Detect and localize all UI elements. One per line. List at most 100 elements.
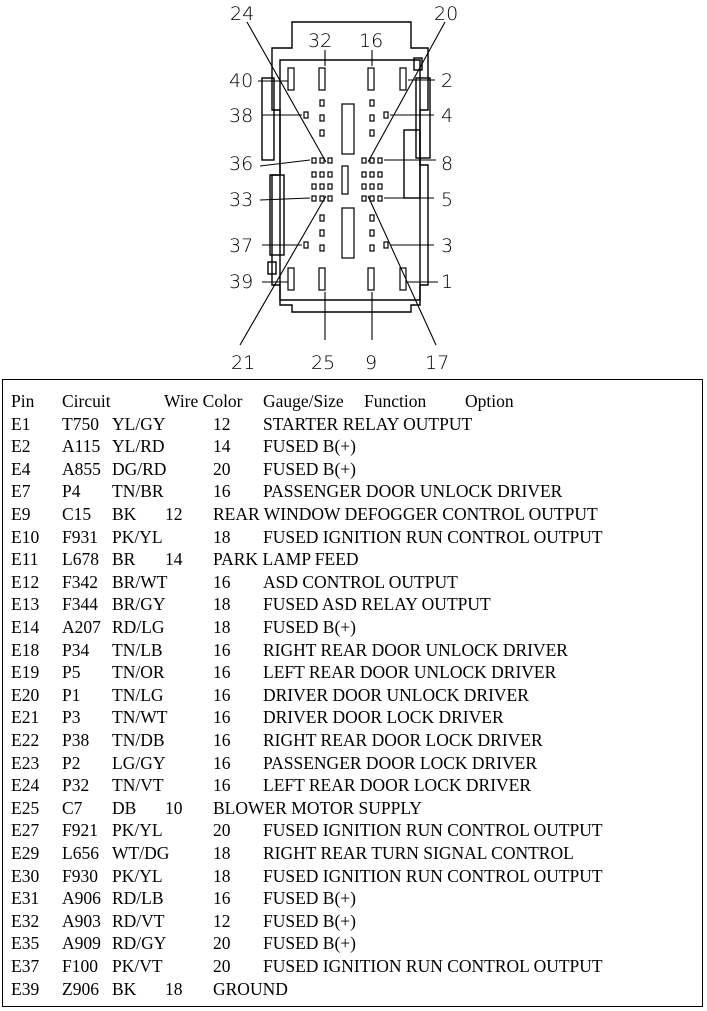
right-step <box>403 129 421 199</box>
cell-wire: PK/YL <box>112 865 163 886</box>
pin-label-24: 24 <box>230 3 254 25</box>
cell-gauge: 16 <box>213 662 231 683</box>
left-latch <box>261 77 275 161</box>
header-circuit: Circuit <box>62 391 111 411</box>
cell-pin: E4 <box>11 458 31 479</box>
cell-circuit: F342 <box>62 571 98 592</box>
cell-gauge: 20 <box>213 458 231 479</box>
cell-gauge: 16 <box>213 752 231 773</box>
cell-gauge: 16 <box>213 481 231 502</box>
cell-circuit: A855 <box>62 458 101 479</box>
pin-label-39: 39 <box>229 271 253 293</box>
cell-pin: E22 <box>11 729 40 750</box>
cell-circuit: A207 <box>62 616 101 637</box>
cell-pin: E37 <box>11 955 40 976</box>
cell-function: FUSED IGNITION RUN CONTROL OUTPUT <box>263 865 603 886</box>
cell-pin: E19 <box>11 662 40 683</box>
cell-function: FUSED B(+) <box>263 910 357 931</box>
cell-circuit: P5 <box>62 662 81 683</box>
cell-function: REAR WINDOW DEFOGGER CONTROL OUTPUT <box>213 503 598 524</box>
connector-diagram: 24 32 16 20 40 2 38 4 36 8 33 5 37 3 39 … <box>229 3 458 374</box>
leader-lines <box>239 21 446 346</box>
cell-circuit: F921 <box>62 820 98 841</box>
header-pin: Pin <box>11 391 35 411</box>
cell-wire: YL/GY <box>112 413 166 434</box>
cell-gauge: 14 <box>165 549 183 570</box>
cell-function: FUSED B(+) <box>263 616 357 637</box>
cell-pin: E13 <box>11 594 40 615</box>
pin-label-21: 21 <box>231 352 255 374</box>
cell-wire: TN/WT <box>112 707 168 728</box>
cell-circuit: C7 <box>62 797 83 818</box>
cell-circuit: A903 <box>62 910 101 931</box>
pin-label-9: 9 <box>365 352 377 374</box>
cell-pin: E18 <box>11 639 40 660</box>
pin-label-20: 20 <box>434 3 458 25</box>
cell-pin: E1 <box>11 413 31 434</box>
cell-wire: BK <box>112 503 137 524</box>
cell-gauge: 20 <box>213 933 231 954</box>
cell-wire: RD/LG <box>112 616 165 637</box>
pin-label-8: 8 <box>441 153 453 175</box>
cell-circuit: P34 <box>62 639 90 660</box>
cell-circuit: C15 <box>62 503 92 524</box>
pin-label-38: 38 <box>229 105 253 127</box>
cell-function: FUSED B(+) <box>263 888 357 909</box>
cell-function: RIGHT REAR TURN SIGNAL CONTROL <box>263 842 574 863</box>
pin-label-36: 36 <box>229 153 253 175</box>
cell-gauge: 20 <box>213 820 231 841</box>
cell-pin: E27 <box>11 820 40 841</box>
left-bump <box>267 261 277 275</box>
cell-function: FUSED B(+) <box>263 436 357 457</box>
cell-gauge: 18 <box>213 842 231 863</box>
cell-pin: E10 <box>11 526 40 547</box>
table-row: E25 C7 DB 10 BLOWER MOTOR SUPPLY <box>3 798 703 820</box>
cell-circuit: F931 <box>62 526 98 547</box>
cell-pin: E9 <box>11 503 31 524</box>
cell-function: PARK LAMP FEED <box>213 549 359 570</box>
cell-gauge: 12 <box>213 413 231 434</box>
cell-pin: E23 <box>11 752 40 773</box>
cell-gauge: 10 <box>165 797 183 818</box>
cell-circuit: P38 <box>62 729 90 750</box>
cell-pin: E25 <box>11 797 40 818</box>
cell-pin: E12 <box>11 571 40 592</box>
cell-gauge: 16 <box>213 571 231 592</box>
pin-label-4: 4 <box>441 105 453 127</box>
pin-table: Pin Circuit Wire Color Gauge/Size Functi… <box>2 379 703 1007</box>
header-option: Option <box>465 391 514 411</box>
cell-gauge: 18 <box>165 978 183 999</box>
cell-gauge: 12 <box>213 910 231 931</box>
cell-gauge: 12 <box>165 503 183 524</box>
cell-wire: TN/BR <box>112 481 164 502</box>
cell-wire: DB <box>112 797 137 818</box>
cell-circuit: T750 <box>62 413 99 434</box>
pin-label-40: 40 <box>229 70 253 92</box>
cell-circuit: A115 <box>62 436 101 457</box>
cell-function: BLOWER MOTOR SUPPLY <box>213 797 422 818</box>
cell-wire: TN/DB <box>112 729 165 750</box>
cell-circuit: L678 <box>62 549 99 570</box>
cell-wire: RD/LB <box>112 888 164 909</box>
cell-circuit: F930 <box>62 865 98 886</box>
cell-circuit: A909 <box>62 933 101 954</box>
cell-wire: TN/VT <box>112 775 164 796</box>
cell-circuit: P2 <box>62 752 81 773</box>
cell-wire: LG/GY <box>112 752 166 773</box>
